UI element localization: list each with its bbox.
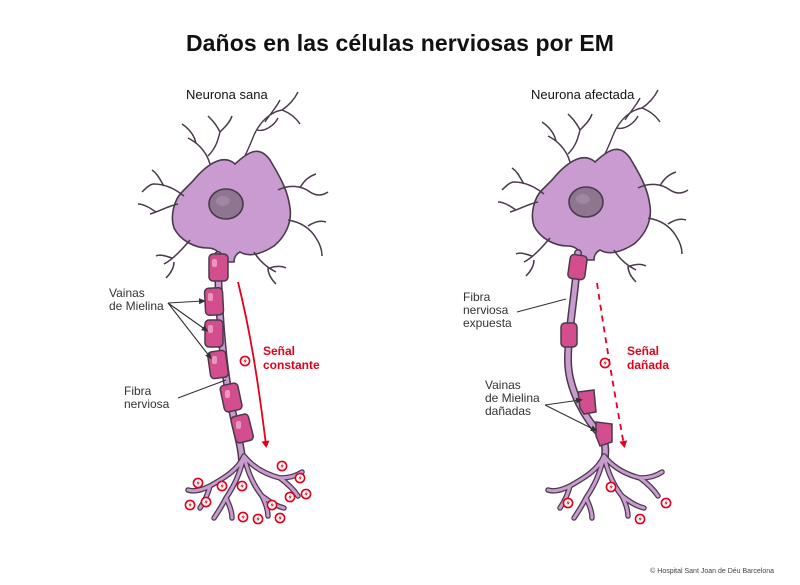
myelin-sheaths-label: Vainas de Mielina [109,287,164,313]
copyright-credit: © Hospital Sant Joan de Déu Barcelona [650,568,774,575]
signal-bolt-icon [200,496,212,508]
affected-cell-body [497,89,689,283]
signal-bolt-icon [266,499,278,511]
fiber-leader-line [177,379,227,399]
label-line: Fibra [124,384,152,398]
label-line: nerviosa [463,303,509,317]
signal-bolt-icon [276,460,288,472]
myelin-segment [207,349,230,380]
label-line: Señal [263,344,296,358]
myelin-leader-line [167,298,206,305]
damaged-signal-label: Señal dañada [627,344,669,372]
exposed-fiber-leader-line [516,298,567,313]
myelin-segment [560,322,578,348]
signal-bolt-icon [192,477,204,489]
myelin-leader-line [167,302,212,360]
label-line: Vainas [485,378,521,392]
signal-bolt-icon [599,357,611,369]
myelin-segment [204,319,224,348]
signal-bolt-icon [562,497,574,509]
constant-signal-label: Señal constante [263,344,320,372]
label-line: dañadas [485,404,532,418]
label-line: nerviosa [124,397,170,411]
label-line: Señal [627,344,660,358]
affected-neuron-heading: Neurona afectada [531,87,635,102]
nerve-fiber-label: Fibra nerviosa [124,385,169,411]
label-line: Fibra [463,290,491,304]
signal-bolt-icon [294,472,306,484]
myelin-segment [203,287,225,316]
signal-bolt-icon [184,499,196,511]
damaged-myelin-label: Vainas de Mielina dañadas [485,379,540,418]
myelin-segment [208,253,229,282]
healthy-neuron-heading: Neurona sana [186,87,268,102]
signal-bolt-icon [236,480,248,492]
signal-bolt-icon [239,355,251,367]
affected-neuron [497,89,689,525]
label-line: dañada [627,358,670,372]
label-line: expuesta [463,316,512,330]
exposed-fiber-label: Fibra nerviosa expuesta [463,291,512,330]
label-line: Vainas [109,286,145,300]
myelin-segment [595,421,613,447]
constant-signal-arrow [237,281,270,448]
damaged-myelin-leader-line [544,404,598,432]
signal-bolt-icon [252,513,264,525]
page-title: Daños en las células nerviosas por EM [185,30,615,56]
healthy-neuron [137,91,329,525]
myelin-segment [577,389,597,415]
myelin-segment [219,382,243,413]
myelin-leader-line [167,302,209,332]
affected-axon-terminal [548,456,662,518]
healthy-cell-body [137,91,329,285]
signal-bolt-icon [237,511,249,523]
healthy-myelin-sheaths [203,253,255,444]
damaged-signal-arrow [596,282,628,448]
signal-bolt-icon [274,512,286,524]
myelin-segment [567,253,588,281]
signal-bolt-icon [605,481,617,493]
myelin-segment [230,413,255,444]
signal-bolt-icon [284,491,296,503]
signal-bolt-icon [216,480,228,492]
signal-bolt-icon [660,497,672,509]
label-line: constante [263,358,320,372]
signal-bolt-icon [300,488,312,500]
damaged-myelin-sheaths [560,253,613,447]
label-line: de Mielina [109,299,164,313]
label-line: de Mielina [485,391,540,405]
damaged-myelin-leader-line [544,397,583,406]
signal-bolt-icon [634,513,646,525]
